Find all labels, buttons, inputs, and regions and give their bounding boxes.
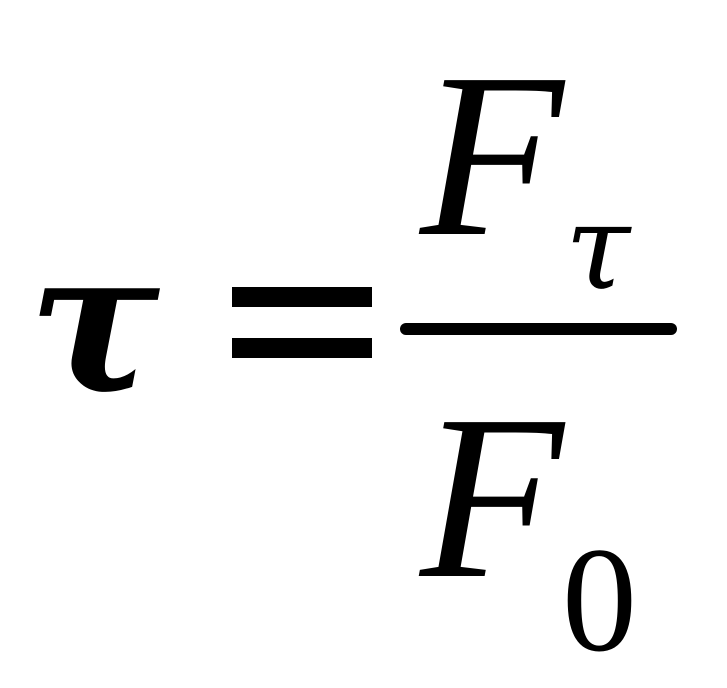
denominator-force-symbol: F — [420, 367, 564, 627]
fraction-bar — [400, 323, 677, 335]
equals-sign-top-bar — [232, 287, 372, 307]
denominator-subscript-zero: 0 — [562, 517, 637, 683]
numerator-subscript-tau: τ — [565, 178, 631, 316]
numerator-force-symbol: F — [420, 25, 564, 285]
equals-sign-bottom-bar — [232, 338, 372, 358]
lhs-tau-symbol: τ — [28, 207, 160, 437]
